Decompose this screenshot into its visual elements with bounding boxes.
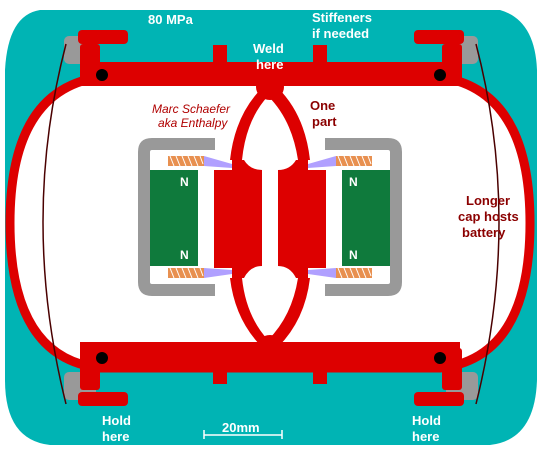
label-one-part-2: part: [312, 114, 337, 129]
flexure-top: [230, 88, 310, 160]
clamp-top-right: [414, 30, 478, 84]
label-author-1: Marc Schaefer: [152, 102, 231, 116]
flexure-bottom: [230, 278, 310, 347]
yoke-right: [325, 138, 402, 296]
mover-right: [278, 160, 326, 278]
magnet-right-pole-top: N: [349, 175, 358, 189]
stiffener-top-right: [313, 45, 327, 65]
wire-left: [42, 43, 67, 405]
label-weld-1: Weld: [253, 41, 284, 56]
label-hold-left-2: here: [102, 429, 129, 444]
stiffener-top-left: [213, 45, 227, 65]
label-hold-right-1: Hold: [412, 413, 441, 428]
yoke-left: [138, 138, 215, 296]
spring-right-top: [308, 156, 336, 168]
scale-bar: [203, 430, 283, 439]
housing-shell: [5, 72, 535, 373]
label-longer-1: Longer: [466, 193, 510, 208]
stiffener-bottom-right: [313, 364, 327, 384]
label-hold-left-1: Hold: [102, 413, 131, 428]
spring-right-bottom: [308, 268, 336, 278]
magnet-left-pole-bottom: N: [180, 248, 189, 262]
magnet-right: [342, 170, 390, 266]
clamp-bottom-left: [64, 348, 128, 406]
clamp-top-left: [64, 30, 128, 84]
coil-left-top: [168, 155, 204, 167]
label-longer-3: battery: [462, 225, 506, 240]
spring-left-top: [204, 156, 232, 168]
coil-right-top: [336, 155, 372, 167]
label-hold-right-2: here: [412, 429, 439, 444]
label-one-part-1: One: [310, 98, 335, 113]
label-scale: 20mm: [222, 420, 260, 435]
wire-right: [475, 43, 500, 405]
magnet-left-pole-top: N: [180, 175, 189, 189]
spring-left-bottom: [204, 268, 232, 278]
label-stiffeners-1: Stiffeners: [312, 10, 372, 25]
coil-left-bottom: [168, 267, 204, 279]
mover-left: [214, 160, 262, 278]
clamp-bottom-right: [414, 348, 478, 406]
coil-right-bottom: [336, 267, 372, 279]
label-longer-2: cap hosts: [458, 209, 519, 224]
magnet-left: [150, 170, 198, 266]
stiffener-bottom-left: [213, 364, 227, 384]
label-stiffeners-2: if needed: [312, 26, 369, 41]
label-stress: 80 MPa: [148, 12, 194, 27]
magnet-right-pole-bottom: N: [349, 248, 358, 262]
label-weld-2: here: [256, 57, 283, 72]
label-author-2: aka Enthalpy: [158, 116, 228, 130]
